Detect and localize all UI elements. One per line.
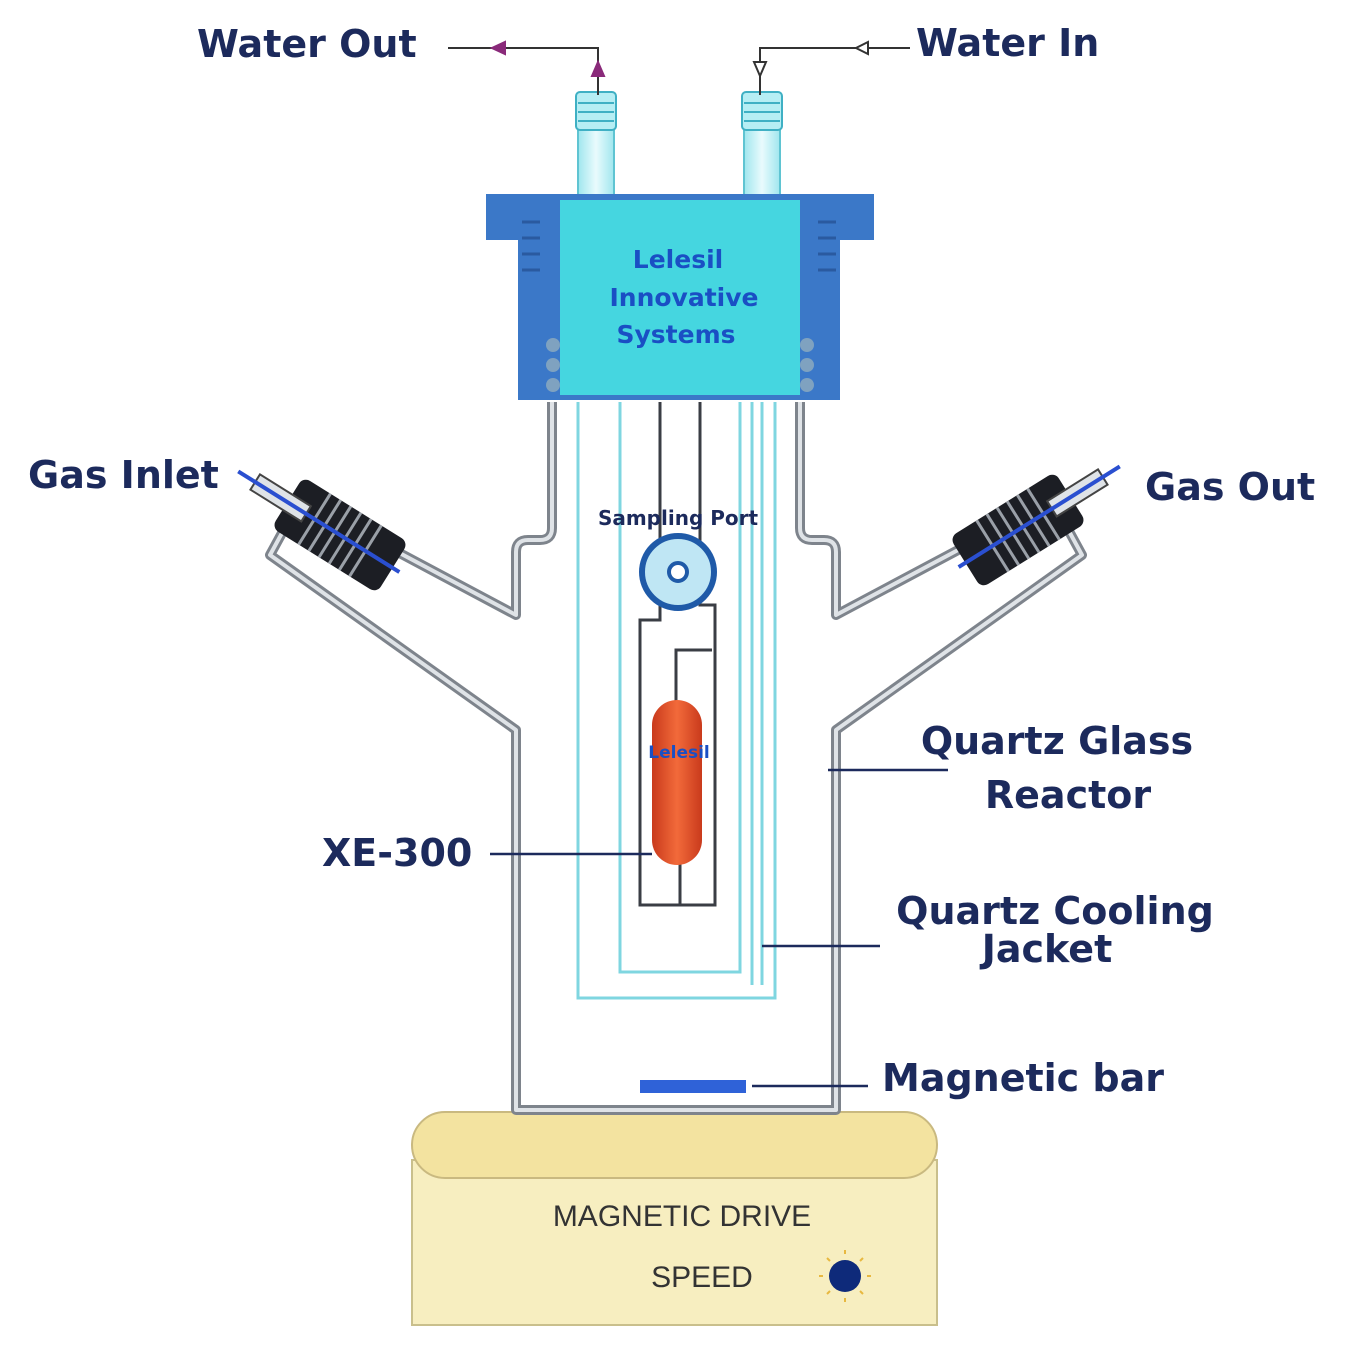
water-out-arrow (448, 40, 606, 95)
label-magnetic-bar: Magnetic bar (882, 1056, 1164, 1100)
quartz-glass-reactor (265, 402, 1087, 1115)
label-quartz-cooling-jacket-1: Quartz Cooling (896, 889, 1214, 933)
label-water-in: Water In (916, 21, 1099, 65)
water-tubes (575, 91, 783, 201)
reactor-cap: Lelesil Innovative Systems (486, 194, 874, 400)
cap-text-line2: Innovative (609, 283, 758, 312)
label-xe300: XE-300 (322, 831, 472, 875)
quartz-cooling-jacket (576, 402, 777, 1000)
speed-knob[interactable] (819, 1250, 871, 1302)
magnetic-drive: MAGNETIC DRIVE SPEED (411, 1111, 938, 1326)
label-sampling-port: Sampling Port (598, 506, 759, 530)
label-quartz-glass-reactor-2: Reactor (985, 773, 1151, 817)
drive-top-plate (411, 1111, 938, 1179)
label-water-out: Water Out (197, 22, 417, 66)
drive-title: MAGNETIC DRIVE (553, 1200, 811, 1233)
label-gas-inlet: Gas Inlet (28, 453, 219, 497)
gas-inlet-fitting (237, 469, 406, 591)
magnetic-bar (640, 1080, 746, 1093)
gas-out-fitting (952, 464, 1121, 586)
label-gas-out: Gas Out (1145, 465, 1315, 509)
xe300-lamp (652, 700, 702, 865)
label-quartz-cooling-jacket-2: Jacket (979, 927, 1113, 971)
leader-lines (490, 768, 948, 1088)
cap-text-line3: Systems (616, 320, 735, 349)
drive-body (411, 1159, 938, 1326)
drive-speed-label: SPEED (651, 1261, 753, 1294)
sampling-port[interactable] (639, 533, 717, 611)
reactor-outline-inner (268, 402, 1084, 1112)
cap-inner-plug (560, 200, 800, 395)
lamp-brand: Lelesil (648, 743, 710, 763)
water-in-arrow (752, 40, 910, 95)
water-out-tube (577, 119, 615, 201)
cap-text-line1: Lelesil (633, 245, 723, 274)
lamp-assembly: Lelesil (638, 402, 717, 907)
water-in-tube (743, 119, 781, 201)
label-quartz-glass-reactor-1: Quartz Glass (921, 719, 1193, 763)
